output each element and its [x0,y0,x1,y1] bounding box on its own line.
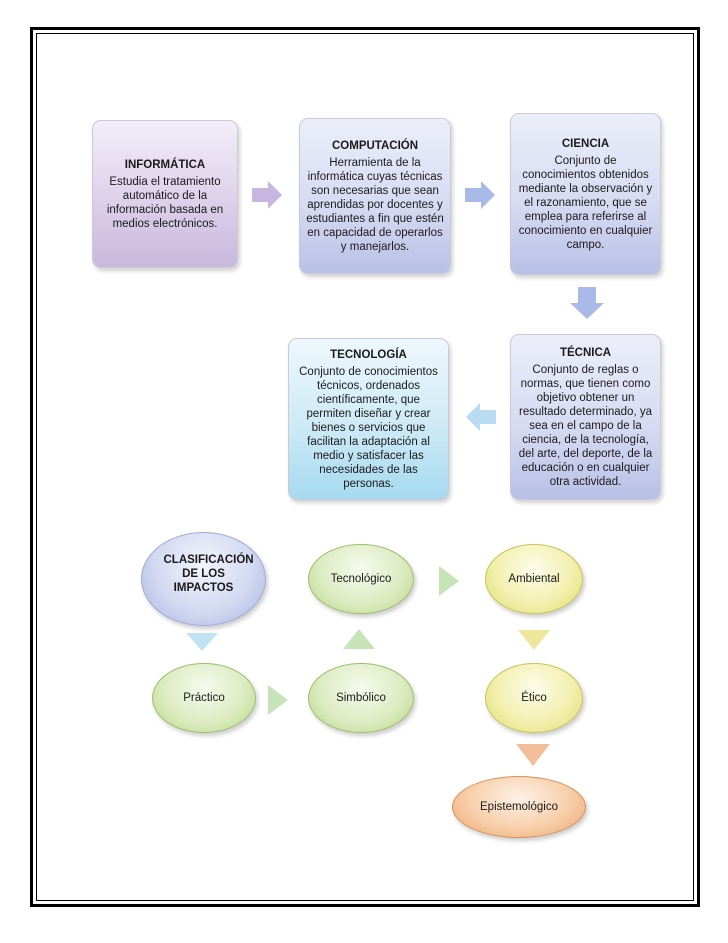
tecnologia-text: Conjunto de conocimientos técnicos, orde… [299,365,438,490]
ciencia-title: CIENCIA [561,137,610,150]
tecnica-text: Conjunto de reglas o normas, que tienen … [518,363,653,488]
arrow-left-icon [466,403,496,431]
informatica-box: INFORMÁTICA Estudia el tratamiento autom… [92,120,238,268]
page-border-inner [36,33,694,901]
tecnologico-label: Tecnológico [330,573,392,585]
computacion-title: COMPUTACIÓN [331,139,419,152]
triangle-down-icon [186,633,218,651]
arrow-down-icon [570,287,604,319]
practico-label: Práctico [183,692,225,704]
ambiental-label: Ambiental [508,573,560,585]
epistemologico-label: Epistemológico [480,801,558,813]
etico-label: Ético [521,692,547,704]
page-border-outer [30,27,700,907]
triangle-right-icon [268,685,288,715]
computacion-text: Herramienta de la informática cuyas técn… [306,156,444,253]
arrow-right-icon [252,181,282,209]
tecnologia-box: TECNOLOGÍA Conjunto de conocimientos téc… [288,338,449,500]
tecnologico-node: Tecnológico [308,544,414,614]
informatica-title: INFORMÁTICA [124,158,206,171]
triangle-up-icon [343,629,375,649]
epistemologico-node: Epistemológico [452,776,586,838]
computacion-box: COMPUTACIÓN Herramienta de la informátic… [299,118,451,274]
tecnica-box: TÉCNICA Conjunto de reglas o normas, que… [510,334,661,500]
ciencia-text: Conjunto de conocimientos obtenidos medi… [518,154,653,251]
practico-node: Práctico [152,663,256,733]
clasificacion-impactos-node: CLASIFICACIÓN DE LOS IMPACTOS [141,532,266,626]
tecnica-title: TÉCNICA [559,346,612,359]
etico-node: Ético [485,663,583,733]
clasificacion-impactos-label: CLASIFICACIÓN DE LOS IMPACTOS [163,554,254,594]
simbolico-label: Simbólico [336,692,386,704]
ambiental-node: Ambiental [485,544,583,614]
simbolico-node: Simbólico [308,663,414,733]
arrow-right-icon [465,181,495,209]
triangle-down-icon [518,630,550,650]
tecnologia-title: TECNOLOGÍA [330,348,407,361]
ciencia-box: CIENCIA Conjunto de conocimientos obteni… [510,113,661,275]
informatica-text: Estudia el tratamiento automático de la … [106,175,224,230]
triangle-right-icon [439,566,459,596]
triangle-down-icon [516,744,550,766]
